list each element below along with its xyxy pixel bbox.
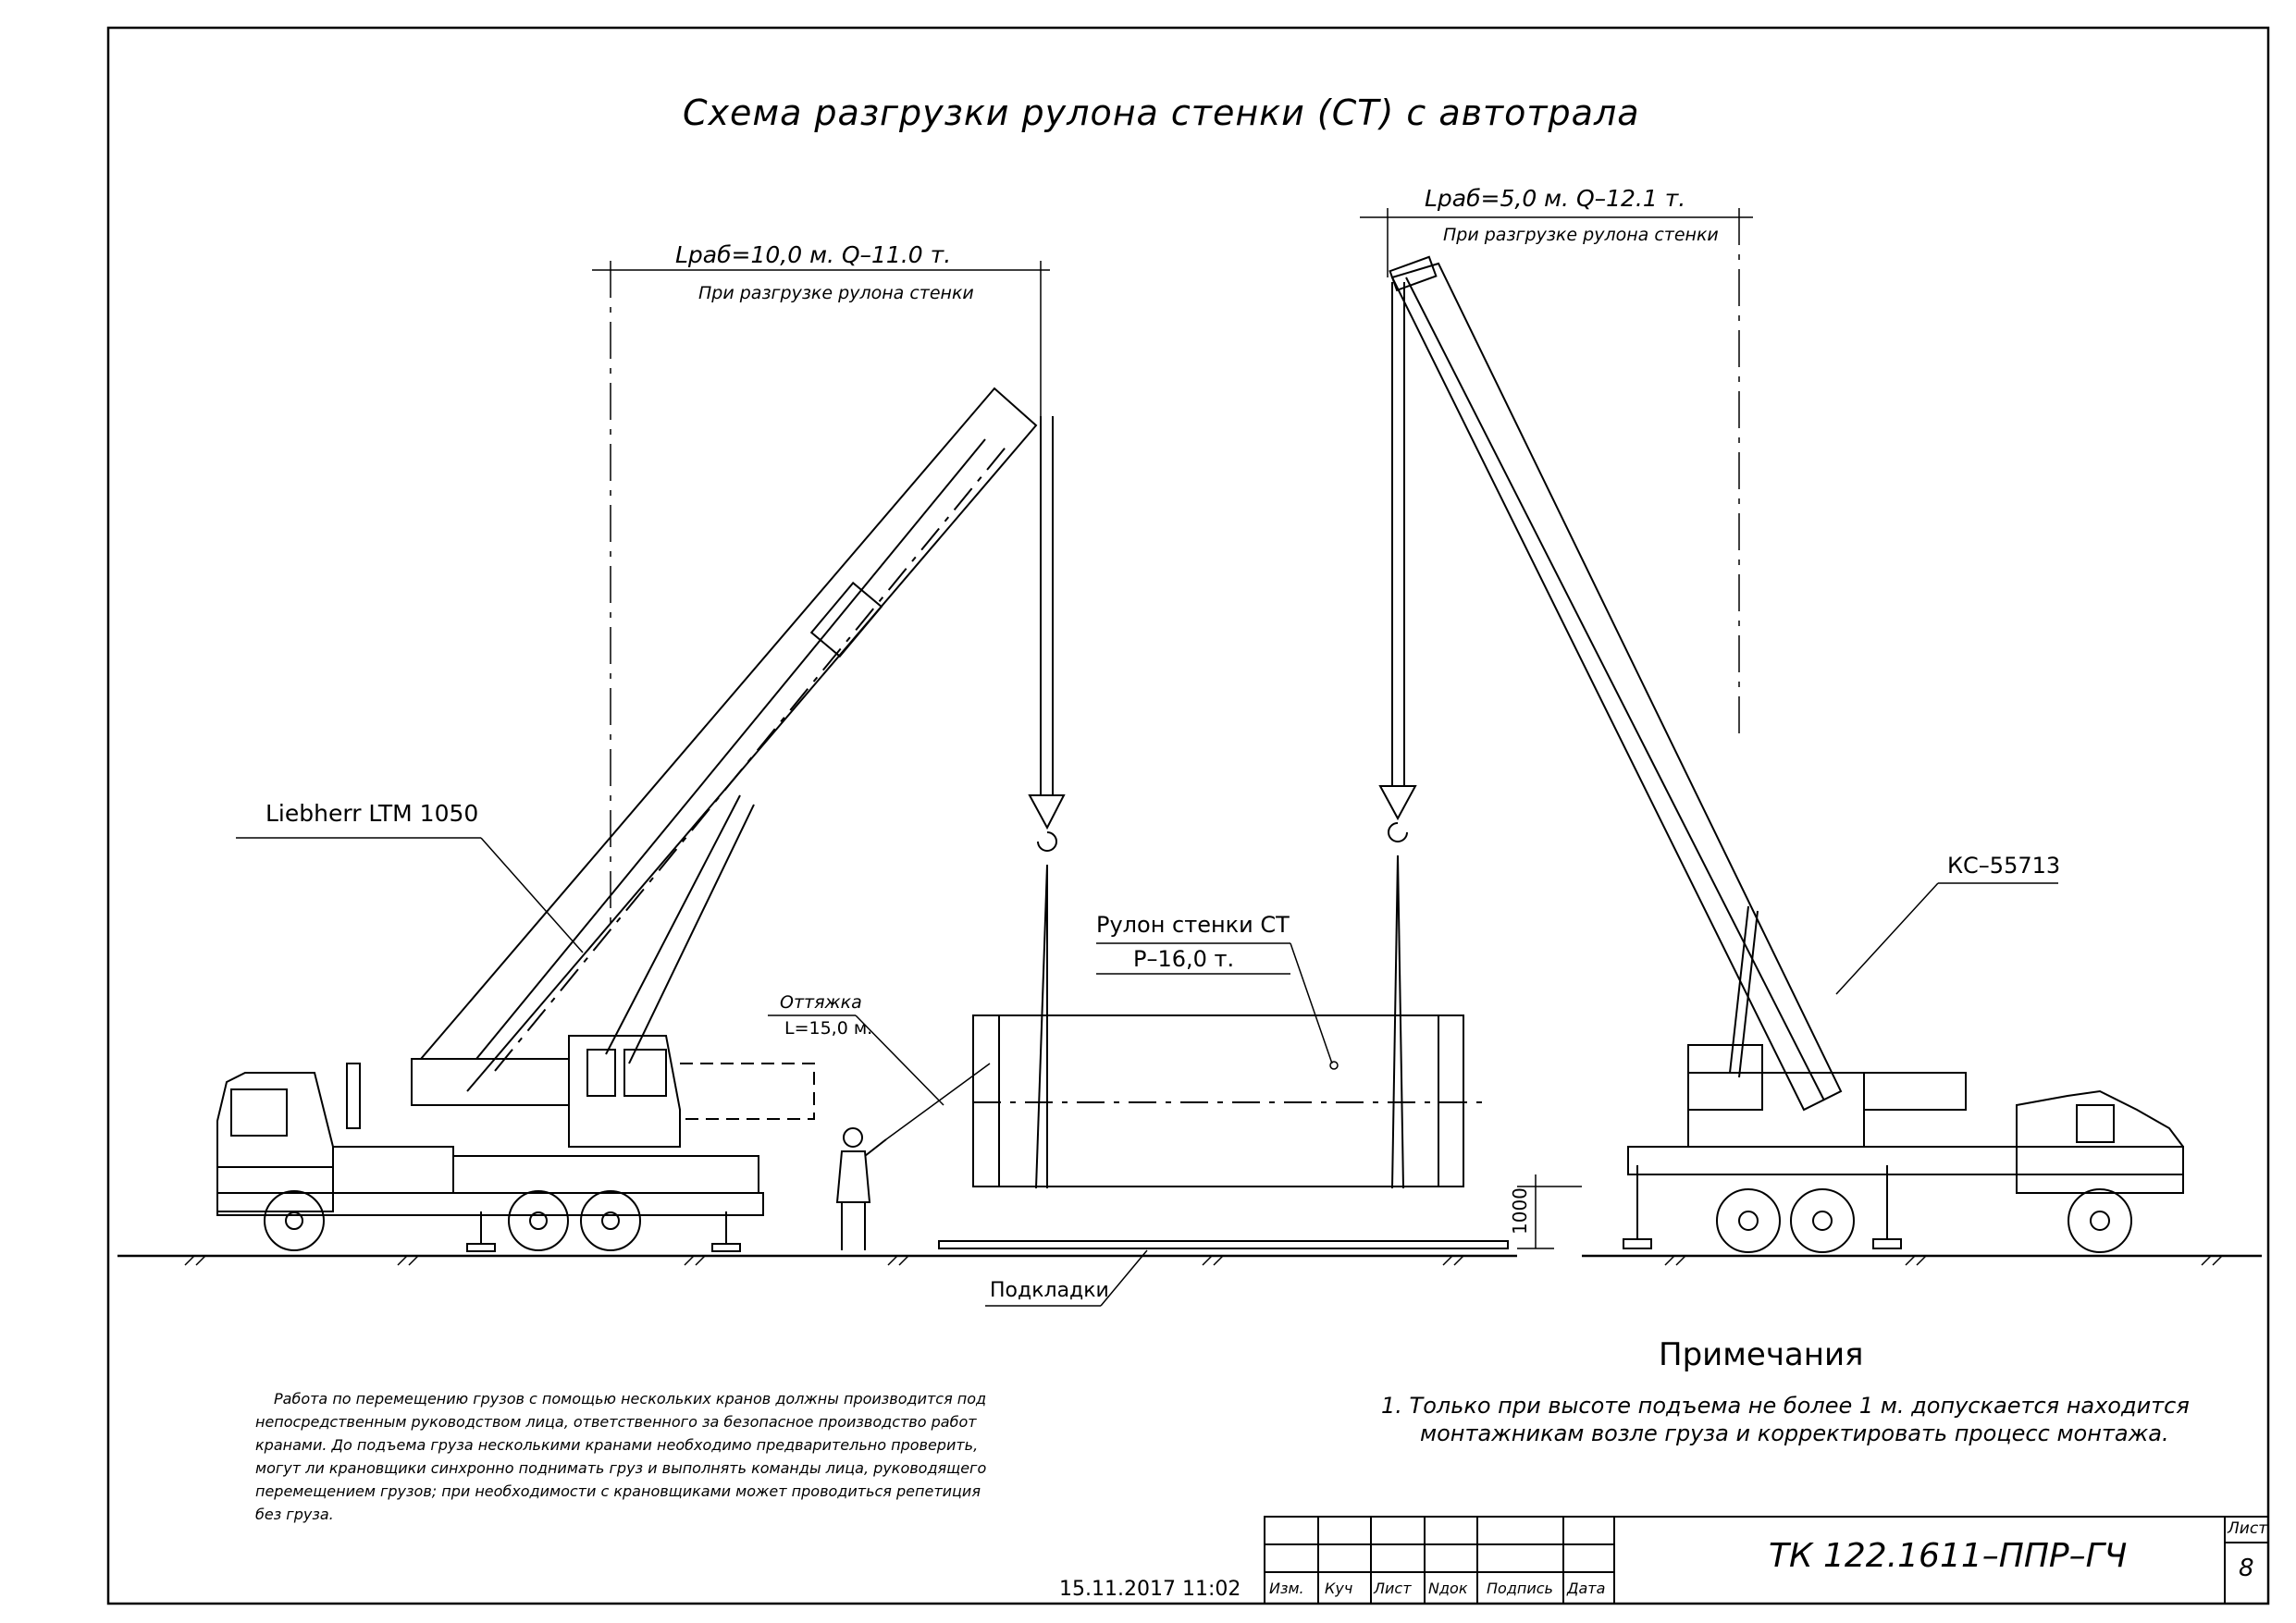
document-code: ТК 122.1611–ППР–ГЧ [1769,1537,2128,1575]
paragraph-line-5: перемещением грузов; при необходимости с… [255,1482,981,1500]
sheet-number: 8 [2239,1555,2254,1582]
leader-lines [236,837,2058,1307]
stamp-col-kuch: Куч [1325,1580,1353,1597]
stamp-col-ndok: Nдок [1428,1580,1468,1597]
notes-heading: Примечания [1659,1336,1864,1373]
sheet-label: Лист [2228,1519,2268,1538]
paragraph-line-6: без груза. [255,1506,334,1523]
sheet-frame [106,26,2270,1605]
right-crane-params: Lраб=5,0 м. Q–12.1 т. [1425,185,1686,212]
title-block [1264,1516,2269,1605]
notes-line-2: монтажникам возле груза и корректировать… [1420,1420,2169,1446]
guy-line-length: L=15,0 м. [784,1018,873,1039]
paragraph-line-4: могут ли крановщики синхронно поднимать … [255,1459,987,1477]
ground-hatching [184,1255,2223,1266]
guy-line-label: Оттяжка [780,992,862,1013]
roll-weight: Р–16,0 т. [1133,946,1235,972]
left-hook-assembly [1028,416,1066,1189]
dimension-lines [592,208,1753,1249]
supports [938,1240,1509,1249]
guy-line [885,1063,991,1140]
worker-figure [835,1127,887,1250]
notes-line-1: 1. Только при высоте подъема не более 1 … [1381,1393,2190,1419]
stamp-col-list: Лист [1374,1580,1412,1597]
right-crane-name: КС–55713 [1947,853,2061,879]
left-crane-name: Liebherr LTM 1050 [265,800,479,827]
left-crane-params: Lраб=10,0 м. Q–11.0 т. [675,241,952,268]
roll-label: Рулон стенки СТ [1096,912,1290,938]
paragraph-line-1: Работа по перемещению грузов с помощью н… [274,1390,987,1408]
wall-roll [972,1014,1489,1187]
right-crane-note: При разгрузке рулона стенки [1443,225,1719,245]
paragraph-line-3: кранами. До подъема груза несколькими кр… [255,1436,979,1454]
stamp-col-data: Дата [1567,1580,1606,1597]
stamp-col-izm: Изм. [1269,1580,1304,1597]
timestamp: 15.11.2017 11:02 [1059,1578,1241,1601]
page-title: Схема разгрузки рулона стенки (СТ) с авт… [683,92,1640,133]
height-dimension: 1000 [1509,1187,1531,1235]
ks-crane [1378,255,2184,1253]
left-crane-note: При разгрузке рулона стенки [698,283,974,303]
supports-label: Подкладки [990,1279,1109,1302]
liebherr-crane [216,387,1038,1252]
paragraph-line-2: непосредственным руководством лица, отве… [255,1413,977,1431]
stamp-col-podpis: Подпись [1487,1580,1553,1597]
